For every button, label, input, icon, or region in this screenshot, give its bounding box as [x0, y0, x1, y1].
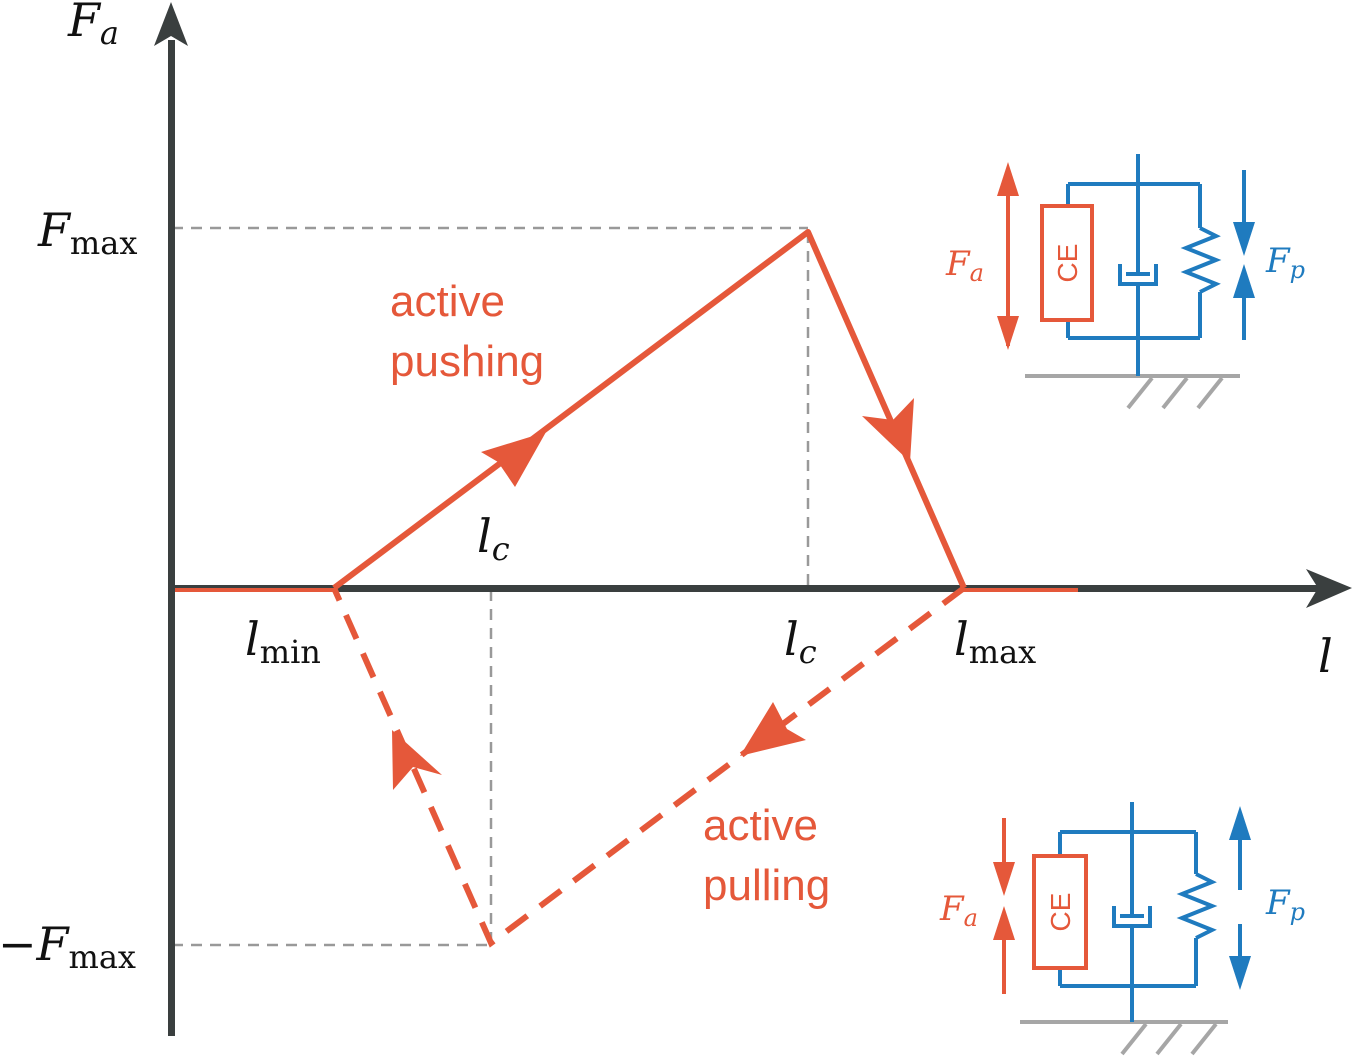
contractile-element-label: CE	[1045, 893, 1076, 932]
neg-fmax-label: −Fmax	[0, 917, 136, 976]
fp-label: Fp	[1265, 241, 1305, 284]
pulling-arrow-up	[392, 730, 442, 790]
x-axis-arrowhead	[1306, 569, 1352, 608]
pulling-arrow-down	[740, 702, 806, 756]
ground-symbol	[1020, 1020, 1228, 1056]
active-pulling-curve	[331, 585, 966, 948]
active-pulling-line1: active	[703, 801, 818, 850]
guide-lines	[172, 226, 810, 947]
contractile-element-label: CE	[1052, 244, 1083, 283]
y-axis	[168, 40, 175, 1036]
fa-label: Fa	[945, 244, 984, 287]
active-pushing-line1: active	[390, 277, 505, 326]
fp-force-arrows	[1233, 170, 1255, 340]
x-axis	[168, 585, 1318, 592]
active-pulling-line2: pulling	[703, 861, 830, 910]
contractile-element-box	[1040, 204, 1094, 322]
fa-label: Fa	[939, 889, 978, 932]
pushing-arrow-down	[862, 398, 914, 462]
parallel-elements	[1066, 154, 1222, 376]
y-axis-label: Fa	[67, 0, 119, 52]
fa-force-arrows	[993, 818, 1015, 994]
active-pushing-line2: pushing	[390, 337, 544, 386]
contractile-element-box	[1032, 854, 1088, 970]
parallel-elements	[1058, 802, 1218, 1022]
ground-symbol	[1025, 374, 1240, 410]
lmin-label: lmin	[245, 612, 321, 671]
lc-lower-label: lc	[477, 509, 510, 568]
x-axis-label: l	[1318, 629, 1333, 683]
fp-label: Fp	[1265, 883, 1305, 926]
fp-force-arrows	[1229, 806, 1251, 990]
y-axis-arrowhead	[154, 2, 188, 46]
axes	[154, 2, 1352, 1036]
pushing-arrow-up	[481, 432, 546, 487]
pushing-inset: CE Fa Fp	[945, 154, 1305, 410]
pulling-inset: CE Fa Fp	[939, 802, 1305, 1056]
fa-force-arrows	[997, 162, 1019, 350]
lc-upper-label: lc	[784, 612, 817, 671]
fmax-label: Fmax	[37, 203, 137, 262]
lmax-label: lmax	[954, 612, 1036, 671]
active-pushing-curve	[175, 229, 1078, 592]
